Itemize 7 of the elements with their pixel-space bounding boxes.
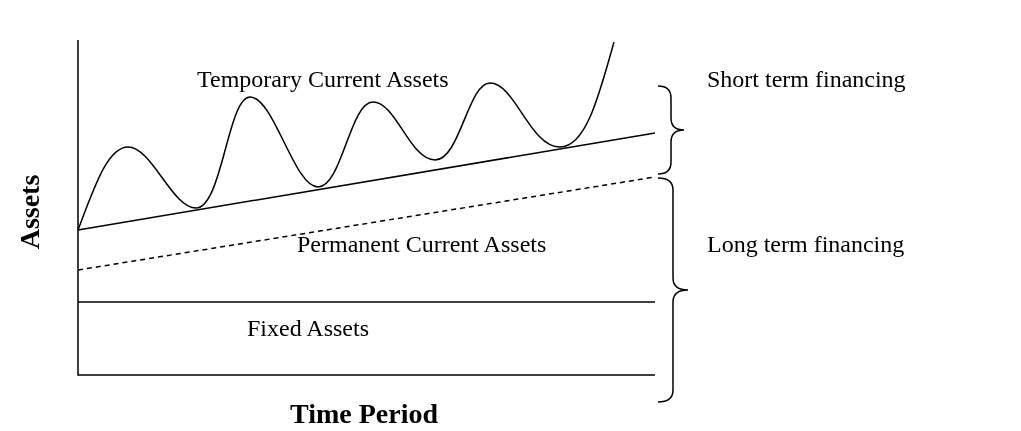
- region-label: Fixed Assets: [247, 315, 369, 342]
- axis-label: Assets: [14, 174, 46, 250]
- region-label: Temporary Current Assets: [197, 66, 449, 93]
- brace-label: Short term financing: [707, 66, 906, 93]
- brace-label: Long term financing: [707, 231, 905, 258]
- region-label: Permanent Current Assets: [297, 231, 547, 258]
- axis-label: Time Period: [290, 399, 438, 430]
